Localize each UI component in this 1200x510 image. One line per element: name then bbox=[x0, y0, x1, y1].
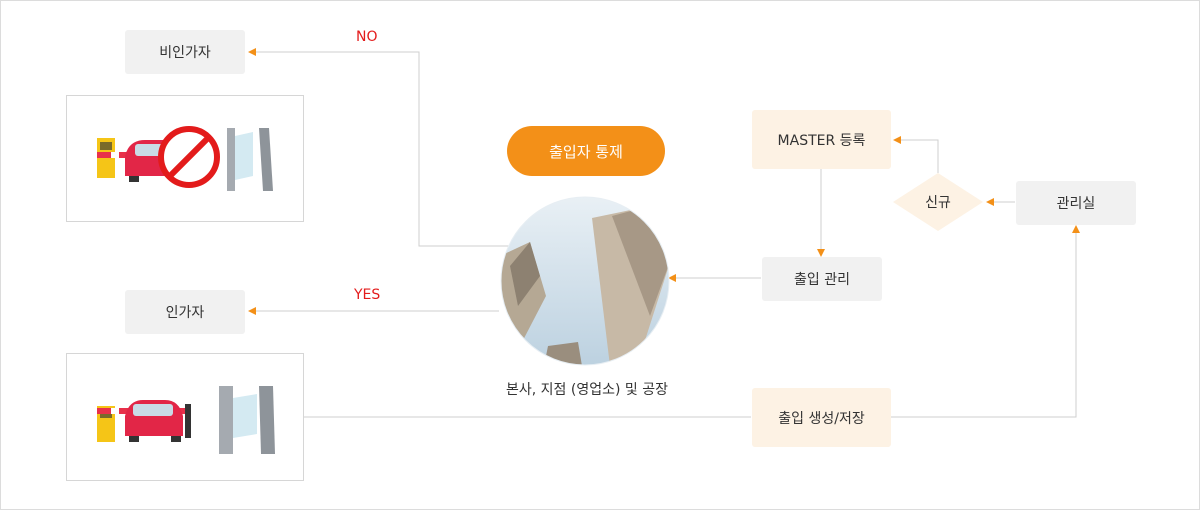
edge-no bbox=[248, 48, 513, 247]
car-gate-open-icon bbox=[97, 386, 275, 454]
edge-new-to-master bbox=[893, 136, 939, 173]
master-register-box: MASTER 등록 bbox=[752, 110, 891, 169]
access-create-save-box: 출입 생성/저장 bbox=[752, 388, 891, 447]
new-label: 신규 bbox=[925, 195, 951, 211]
unauthorized-box: 비인가자 bbox=[125, 30, 245, 74]
building-photo bbox=[500, 196, 670, 366]
blocked-car-gate-icon bbox=[97, 126, 273, 191]
access-control-pill: 출입자 통제 bbox=[507, 126, 665, 176]
edge-create-to-office bbox=[891, 225, 1080, 418]
no-label: NO bbox=[356, 29, 378, 45]
site-caption: 본사, 지점 (영업소) 및 공장 bbox=[506, 382, 668, 398]
authorized-illustration bbox=[66, 353, 304, 481]
office-box: 관리실 bbox=[1016, 181, 1136, 225]
access-management-box: 출입 관리 bbox=[762, 257, 882, 301]
yes-label: YES bbox=[354, 287, 381, 303]
unauthorized-illustration bbox=[66, 95, 304, 222]
authorized-box: 인가자 bbox=[125, 290, 245, 334]
new-diamond bbox=[893, 173, 983, 231]
